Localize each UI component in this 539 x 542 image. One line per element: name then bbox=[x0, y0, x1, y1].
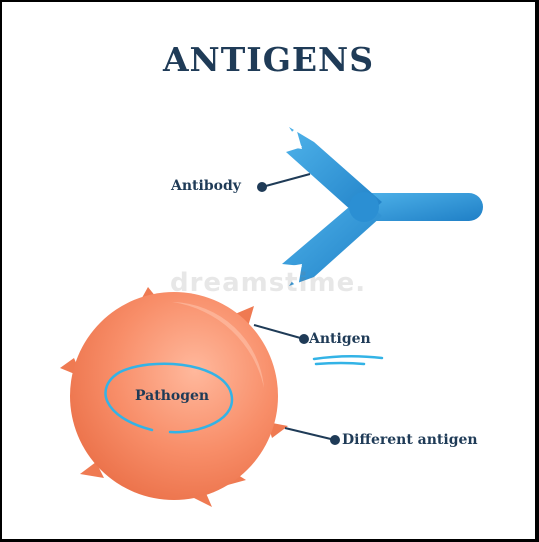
label-antigen: Antigen bbox=[309, 331, 371, 347]
label-antibody: Antibody bbox=[171, 178, 241, 194]
watermark-text: dreamstime. bbox=[170, 268, 366, 298]
label-pathogen: Pathogen bbox=[135, 388, 209, 404]
diagram-title: ANTIGENS bbox=[2, 40, 535, 79]
label-different-antigen: Different antigen bbox=[342, 432, 478, 448]
diagram-frame: dreamstime. ANTIGENS Antibody Antigen Pa… bbox=[2, 2, 535, 539]
antibody-shape bbox=[278, 127, 483, 288]
